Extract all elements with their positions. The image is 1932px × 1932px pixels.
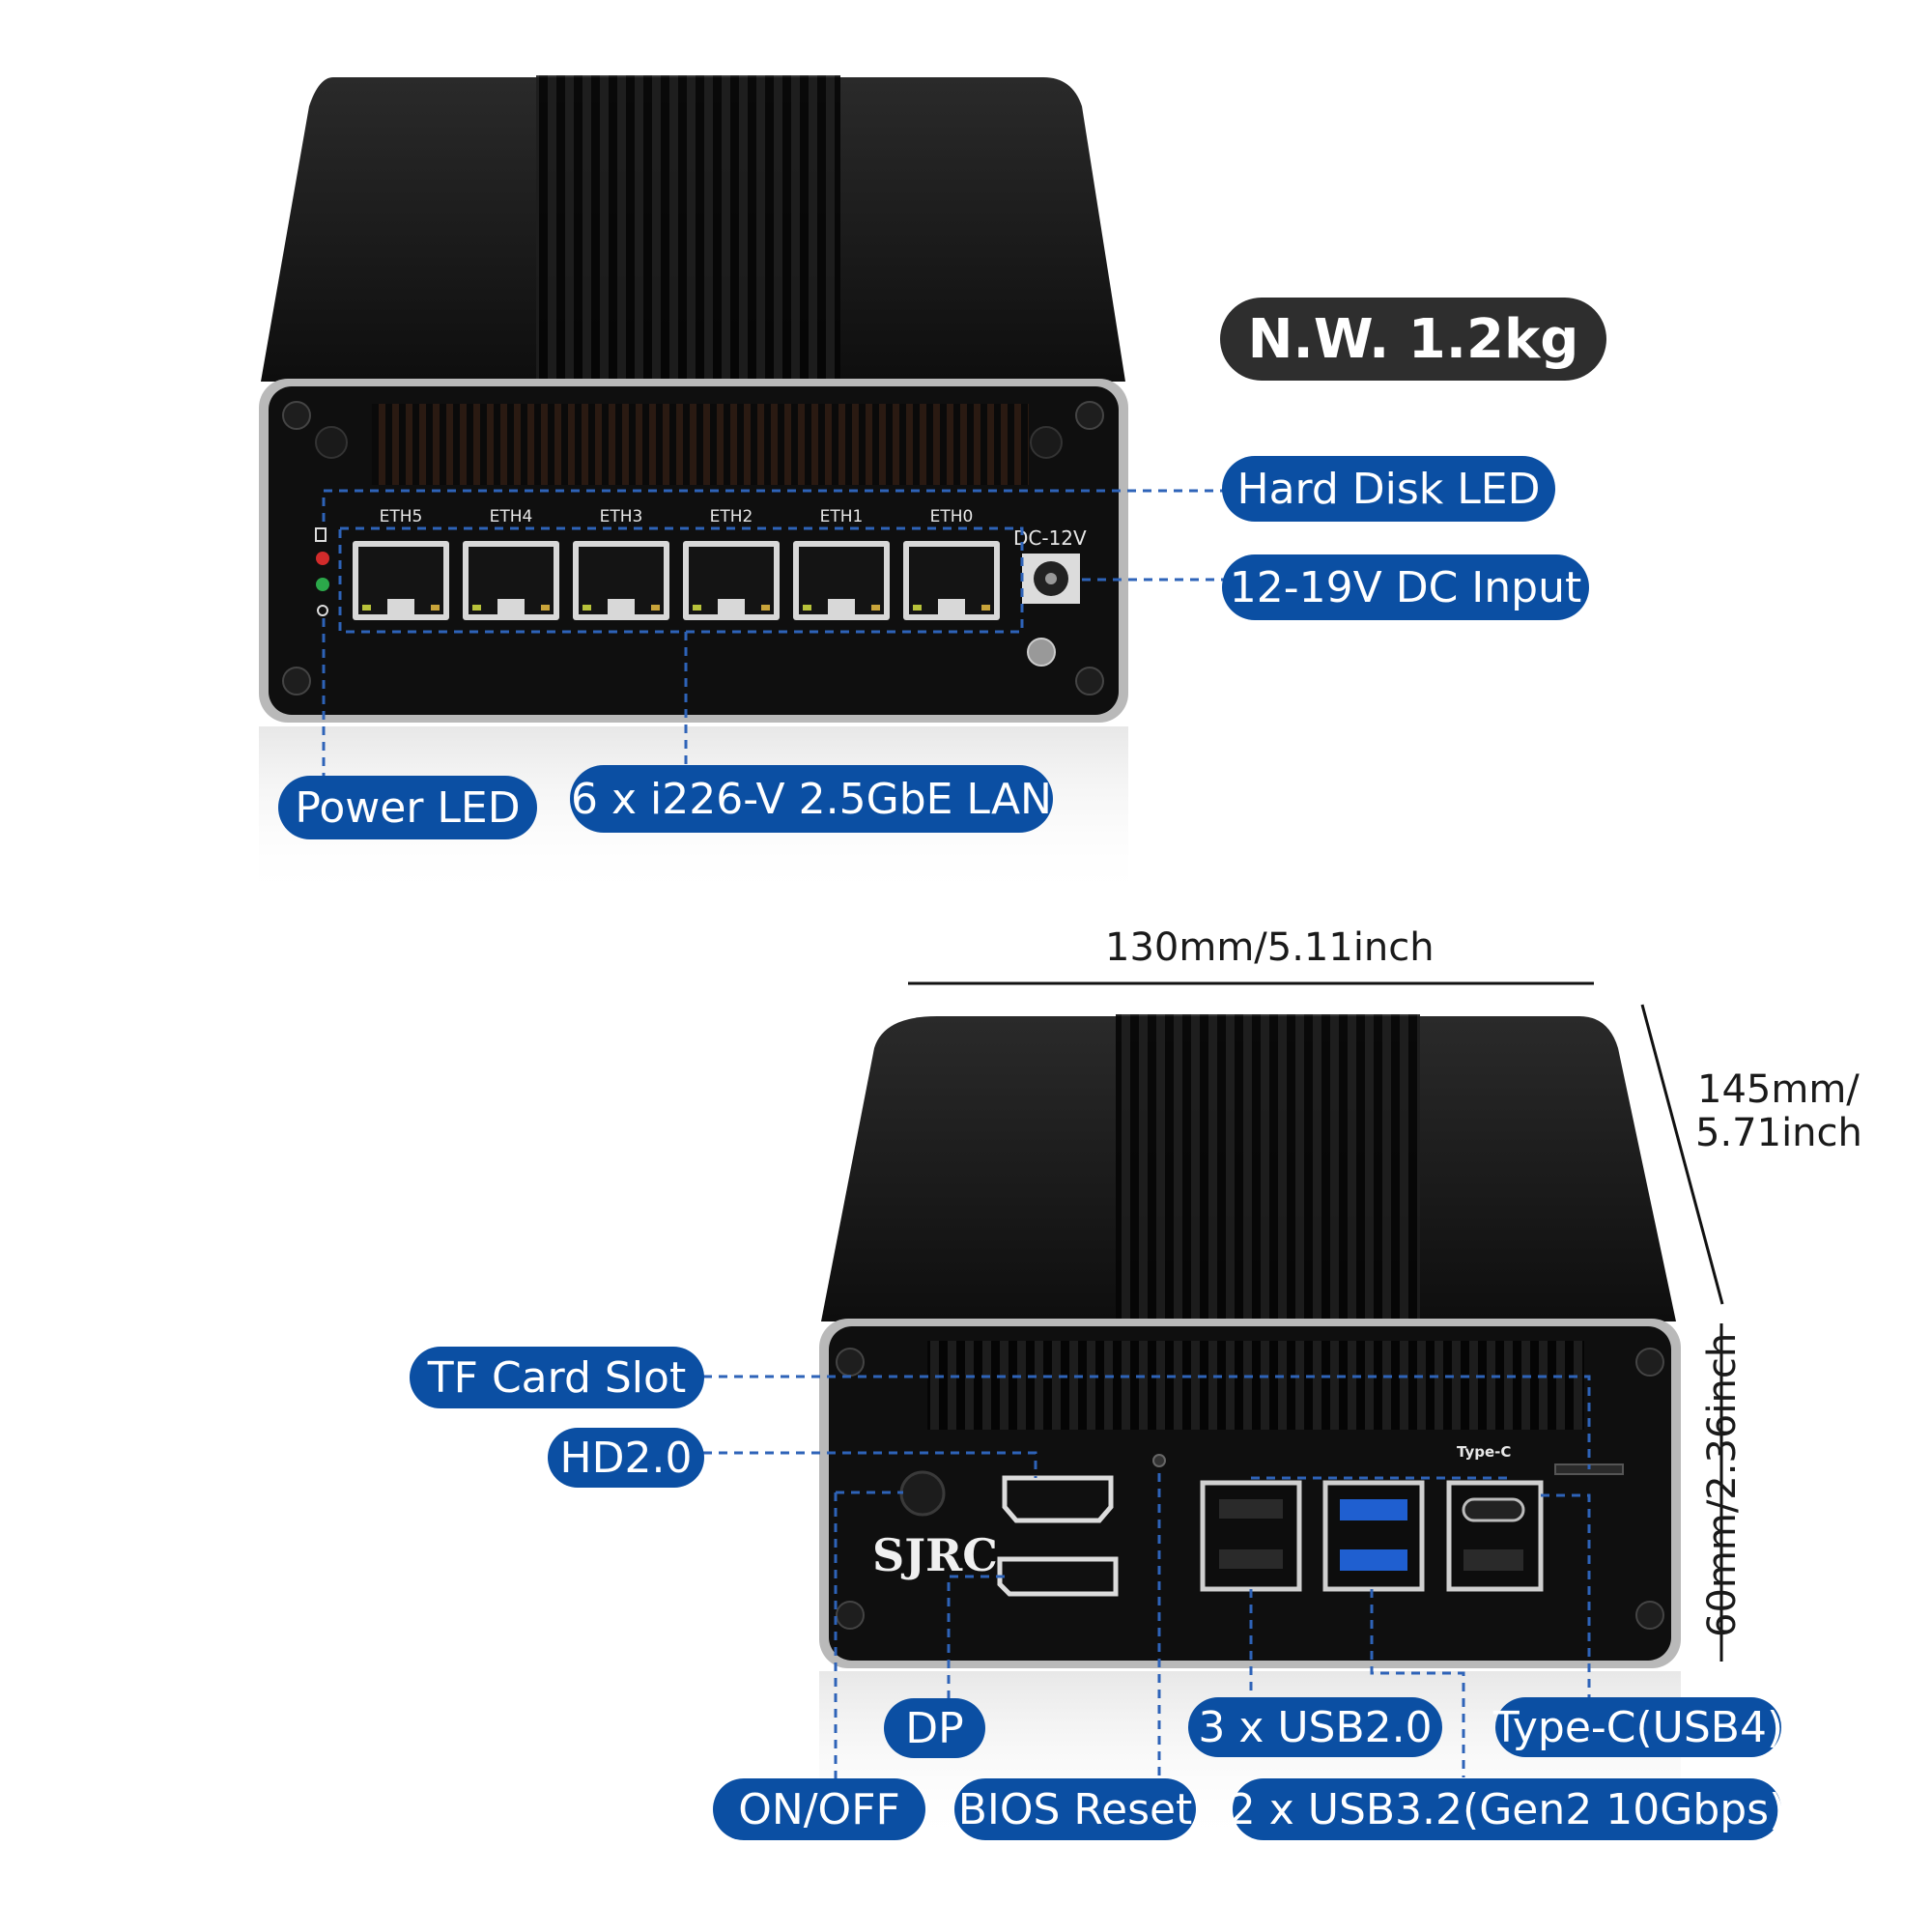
callout-lan: 6 x i226-V 2.5GbE LAN xyxy=(570,765,1053,833)
lan-port-label: ETH0 xyxy=(929,507,974,526)
lan-port-label: ETH2 xyxy=(709,507,753,526)
callout-tf-card-slot: TF Card Slot xyxy=(410,1347,704,1408)
lan-port-label: ETH4 xyxy=(489,507,533,526)
callout-dp: DP xyxy=(884,1698,985,1758)
lan-port-label: ETH1 xyxy=(819,507,864,526)
lan-port-eth0 xyxy=(903,541,1000,620)
weight-badge: N.W. 1.2kg xyxy=(1220,298,1606,381)
lan-port-eth5 xyxy=(353,541,449,620)
typec-port-label: Type-C xyxy=(1457,1443,1512,1461)
lan-port-eth4 xyxy=(463,541,559,620)
callout-typec: Type-C(USB4) xyxy=(1493,1697,1783,1757)
callout-usb32: 2 x USB3.2(Gen2 10Gbps) xyxy=(1229,1778,1785,1840)
lan-port-label: ETH3 xyxy=(599,507,643,526)
brand-logo: SJRC xyxy=(872,1529,998,1581)
lan-port-label: ETH5 xyxy=(379,507,423,526)
dimension-depth-line1: 145mm/ xyxy=(1697,1067,1860,1112)
lan-port-eth1 xyxy=(793,541,890,620)
callout-hard-disk-led: Hard Disk LED xyxy=(1222,456,1555,522)
dc-jack-label: DC-12V xyxy=(1013,526,1087,550)
lan-port-eth3 xyxy=(573,541,669,620)
callout-bios-reset: BIOS Reset xyxy=(954,1778,1196,1840)
dimension-width: 130mm/5.11inch xyxy=(1105,925,1435,970)
lan-port-eth2 xyxy=(683,541,780,620)
dimension-depth-line2: 5.71inch xyxy=(1695,1111,1862,1155)
callout-on-off: ON/OFF xyxy=(713,1778,925,1840)
callout-dc-input: 12-19V DC Input xyxy=(1222,554,1589,620)
callout-power-led: Power LED xyxy=(278,776,537,839)
callout-hd: HD2.0 xyxy=(548,1428,704,1488)
callout-usb2: 3 x USB2.0 xyxy=(1188,1697,1442,1757)
